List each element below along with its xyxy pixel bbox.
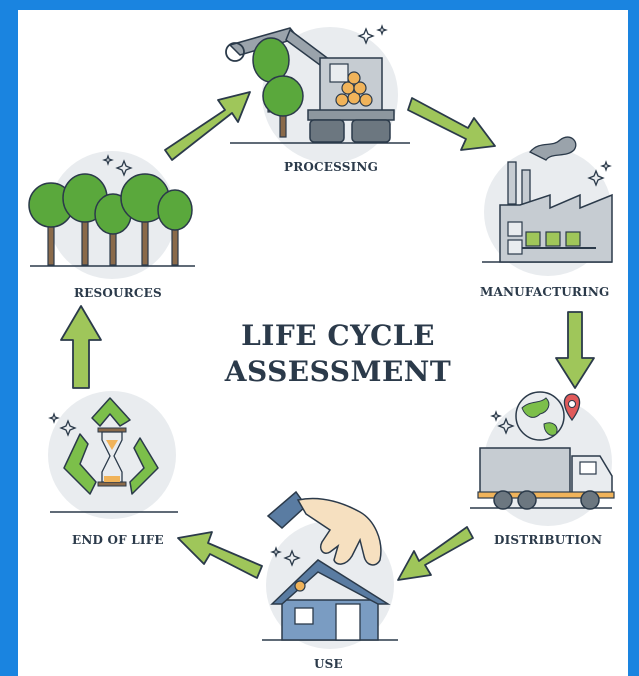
harvester-icon xyxy=(225,27,395,143)
hourglass-icon xyxy=(97,427,127,487)
diagram-canvas: LIFE CYCLE ASSESSMENT PROCESSING MANUFAC… xyxy=(18,10,628,676)
title-line-1: LIFE CYCLE xyxy=(241,319,435,352)
diagram-title: LIFE CYCLE ASSESSMENT xyxy=(218,318,458,390)
stage-label-processing: PROCESSING xyxy=(284,160,379,174)
arrow-manufacturing-to-distribution xyxy=(555,311,595,389)
processing-stage-icon xyxy=(225,25,410,163)
title-line-2: ASSESSMENT xyxy=(224,355,452,388)
use-stage-icon xyxy=(262,490,398,649)
location-pin-icon xyxy=(563,393,581,422)
tree-icon xyxy=(28,173,193,266)
globe-icon xyxy=(515,391,565,441)
truck-icon xyxy=(477,447,615,510)
resources-stage-icon xyxy=(28,151,195,279)
arrow-processing-to-manufacturing xyxy=(407,97,496,151)
arrow-end-of-life-to-resources xyxy=(60,305,102,389)
arrow-resources-to-processing xyxy=(164,91,251,161)
distribution-stage-icon xyxy=(470,391,615,526)
stage-label-end-of-life: END OF LIFE xyxy=(72,533,164,547)
tree-icon xyxy=(252,37,304,138)
factory-icon xyxy=(499,136,613,263)
stage-label-manufacturing: MANUFACTURING xyxy=(480,285,610,299)
arrow-distribution-to-use xyxy=(397,526,474,581)
diagram-graphics xyxy=(28,25,615,649)
end-of-life-stage-icon xyxy=(48,391,178,519)
stage-label-use: USE xyxy=(314,657,343,671)
recycle-icon xyxy=(63,397,159,495)
arrow-use-to-end-of-life xyxy=(177,531,263,579)
hand-icon xyxy=(266,490,382,566)
stage-label-resources: RESOURCES xyxy=(74,286,162,300)
stage-label-distribution: DISTRIBUTION xyxy=(494,533,603,547)
house-icon xyxy=(270,559,391,641)
manufacturing-stage-icon xyxy=(482,136,613,276)
